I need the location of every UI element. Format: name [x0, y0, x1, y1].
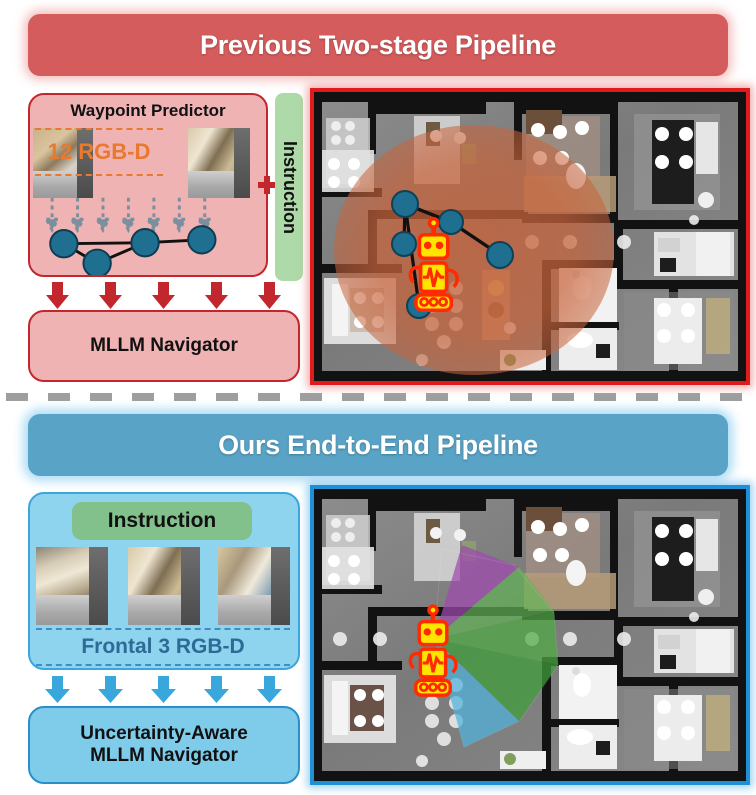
frontal-thumb-1 — [36, 547, 108, 625]
instruction-vertical-bar: Instruction — [275, 93, 303, 281]
map-waypoint-node — [486, 241, 514, 269]
map-waypoint-node — [438, 209, 464, 235]
waypoint-predictor-title: Waypoint Predictor — [70, 101, 226, 120]
red-arrow-row — [28, 282, 300, 310]
frontal-count-label: Frontal 3 RGB-D — [81, 635, 245, 658]
sector-green-mid — [434, 611, 558, 665]
red-arrow — [46, 282, 281, 309]
top-banner: Previous Two-stage Pipeline — [28, 14, 728, 76]
sector-purple — [434, 545, 519, 639]
floorplan-two-stage-svg — [314, 92, 746, 381]
depth-sideband — [271, 547, 290, 625]
waypoint-node — [82, 248, 112, 275]
dotted-arrows-group — [43, 197, 214, 234]
rgbd-thumb-right — [188, 128, 250, 198]
uncertainty-navigator-card: Uncertainty-Aware MLLM Navigator — [28, 706, 300, 784]
blue-arrow — [45, 676, 282, 703]
depth-sideband — [233, 128, 250, 198]
previous-two-stage-panel: Previous Two-stage Pipeline Waypoint Pre… — [0, 0, 756, 392]
uncertainty-navigator-line2: MLLM Navigator — [90, 745, 238, 766]
mllm-navigator-label: MLLM Navigator — [90, 335, 238, 356]
mllm-navigator-card: MLLM Navigator — [28, 310, 300, 382]
panel-divider — [0, 388, 756, 401]
floorplan-end-to-end-svg — [314, 489, 746, 781]
rgbd-count-block: 12 RGB-D — [35, 128, 163, 176]
ours-end-to-end-panel: Ours End-to-End Pipeline — [0, 400, 756, 795]
instruction-pill-label: Instruction — [107, 509, 217, 532]
robot-icon — [408, 217, 459, 313]
blue-arrow-row — [28, 676, 300, 704]
robot-icon — [408, 604, 458, 697]
instruction-vertical-label: Instruction — [279, 140, 300, 234]
waypoint-graph-svg — [43, 197, 217, 275]
waypoint-node — [130, 228, 160, 258]
plus-icon — [258, 176, 276, 194]
rgbd-count-label: 12 RGB-D — [47, 139, 151, 164]
waypoint-node — [187, 225, 217, 255]
map-waypoint-node — [391, 190, 419, 218]
depth-sideband — [89, 547, 108, 625]
sector-green-upper — [434, 567, 554, 639]
bottom-banner: Ours End-to-End Pipeline — [28, 414, 728, 476]
bottom-banner-title: Ours End-to-End Pipeline — [218, 429, 538, 460]
frontal-count-block: Frontal 3 RGB-D — [36, 628, 290, 666]
heatmap-circle — [334, 125, 614, 375]
map-waypoint-graph — [391, 190, 514, 319]
map-waypoint-node — [391, 231, 417, 257]
floorplan-two-stage — [310, 88, 750, 385]
uncertainty-navigator-line1: Uncertainty-Aware — [80, 722, 248, 744]
top-banner-title: Previous Two-stage Pipeline — [200, 29, 556, 60]
waypoint-node — [49, 229, 79, 259]
floorplan-end-to-end — [310, 485, 750, 785]
depth-sideband — [181, 547, 200, 625]
instruction-pill: Instruction — [72, 502, 252, 540]
waypoint-node-graph — [49, 225, 217, 275]
frontal-thumb-2 — [128, 547, 200, 625]
depth-sideband — [77, 128, 93, 198]
frontal-thumb-3 — [218, 547, 290, 625]
sector-green-lower — [434, 639, 558, 721]
